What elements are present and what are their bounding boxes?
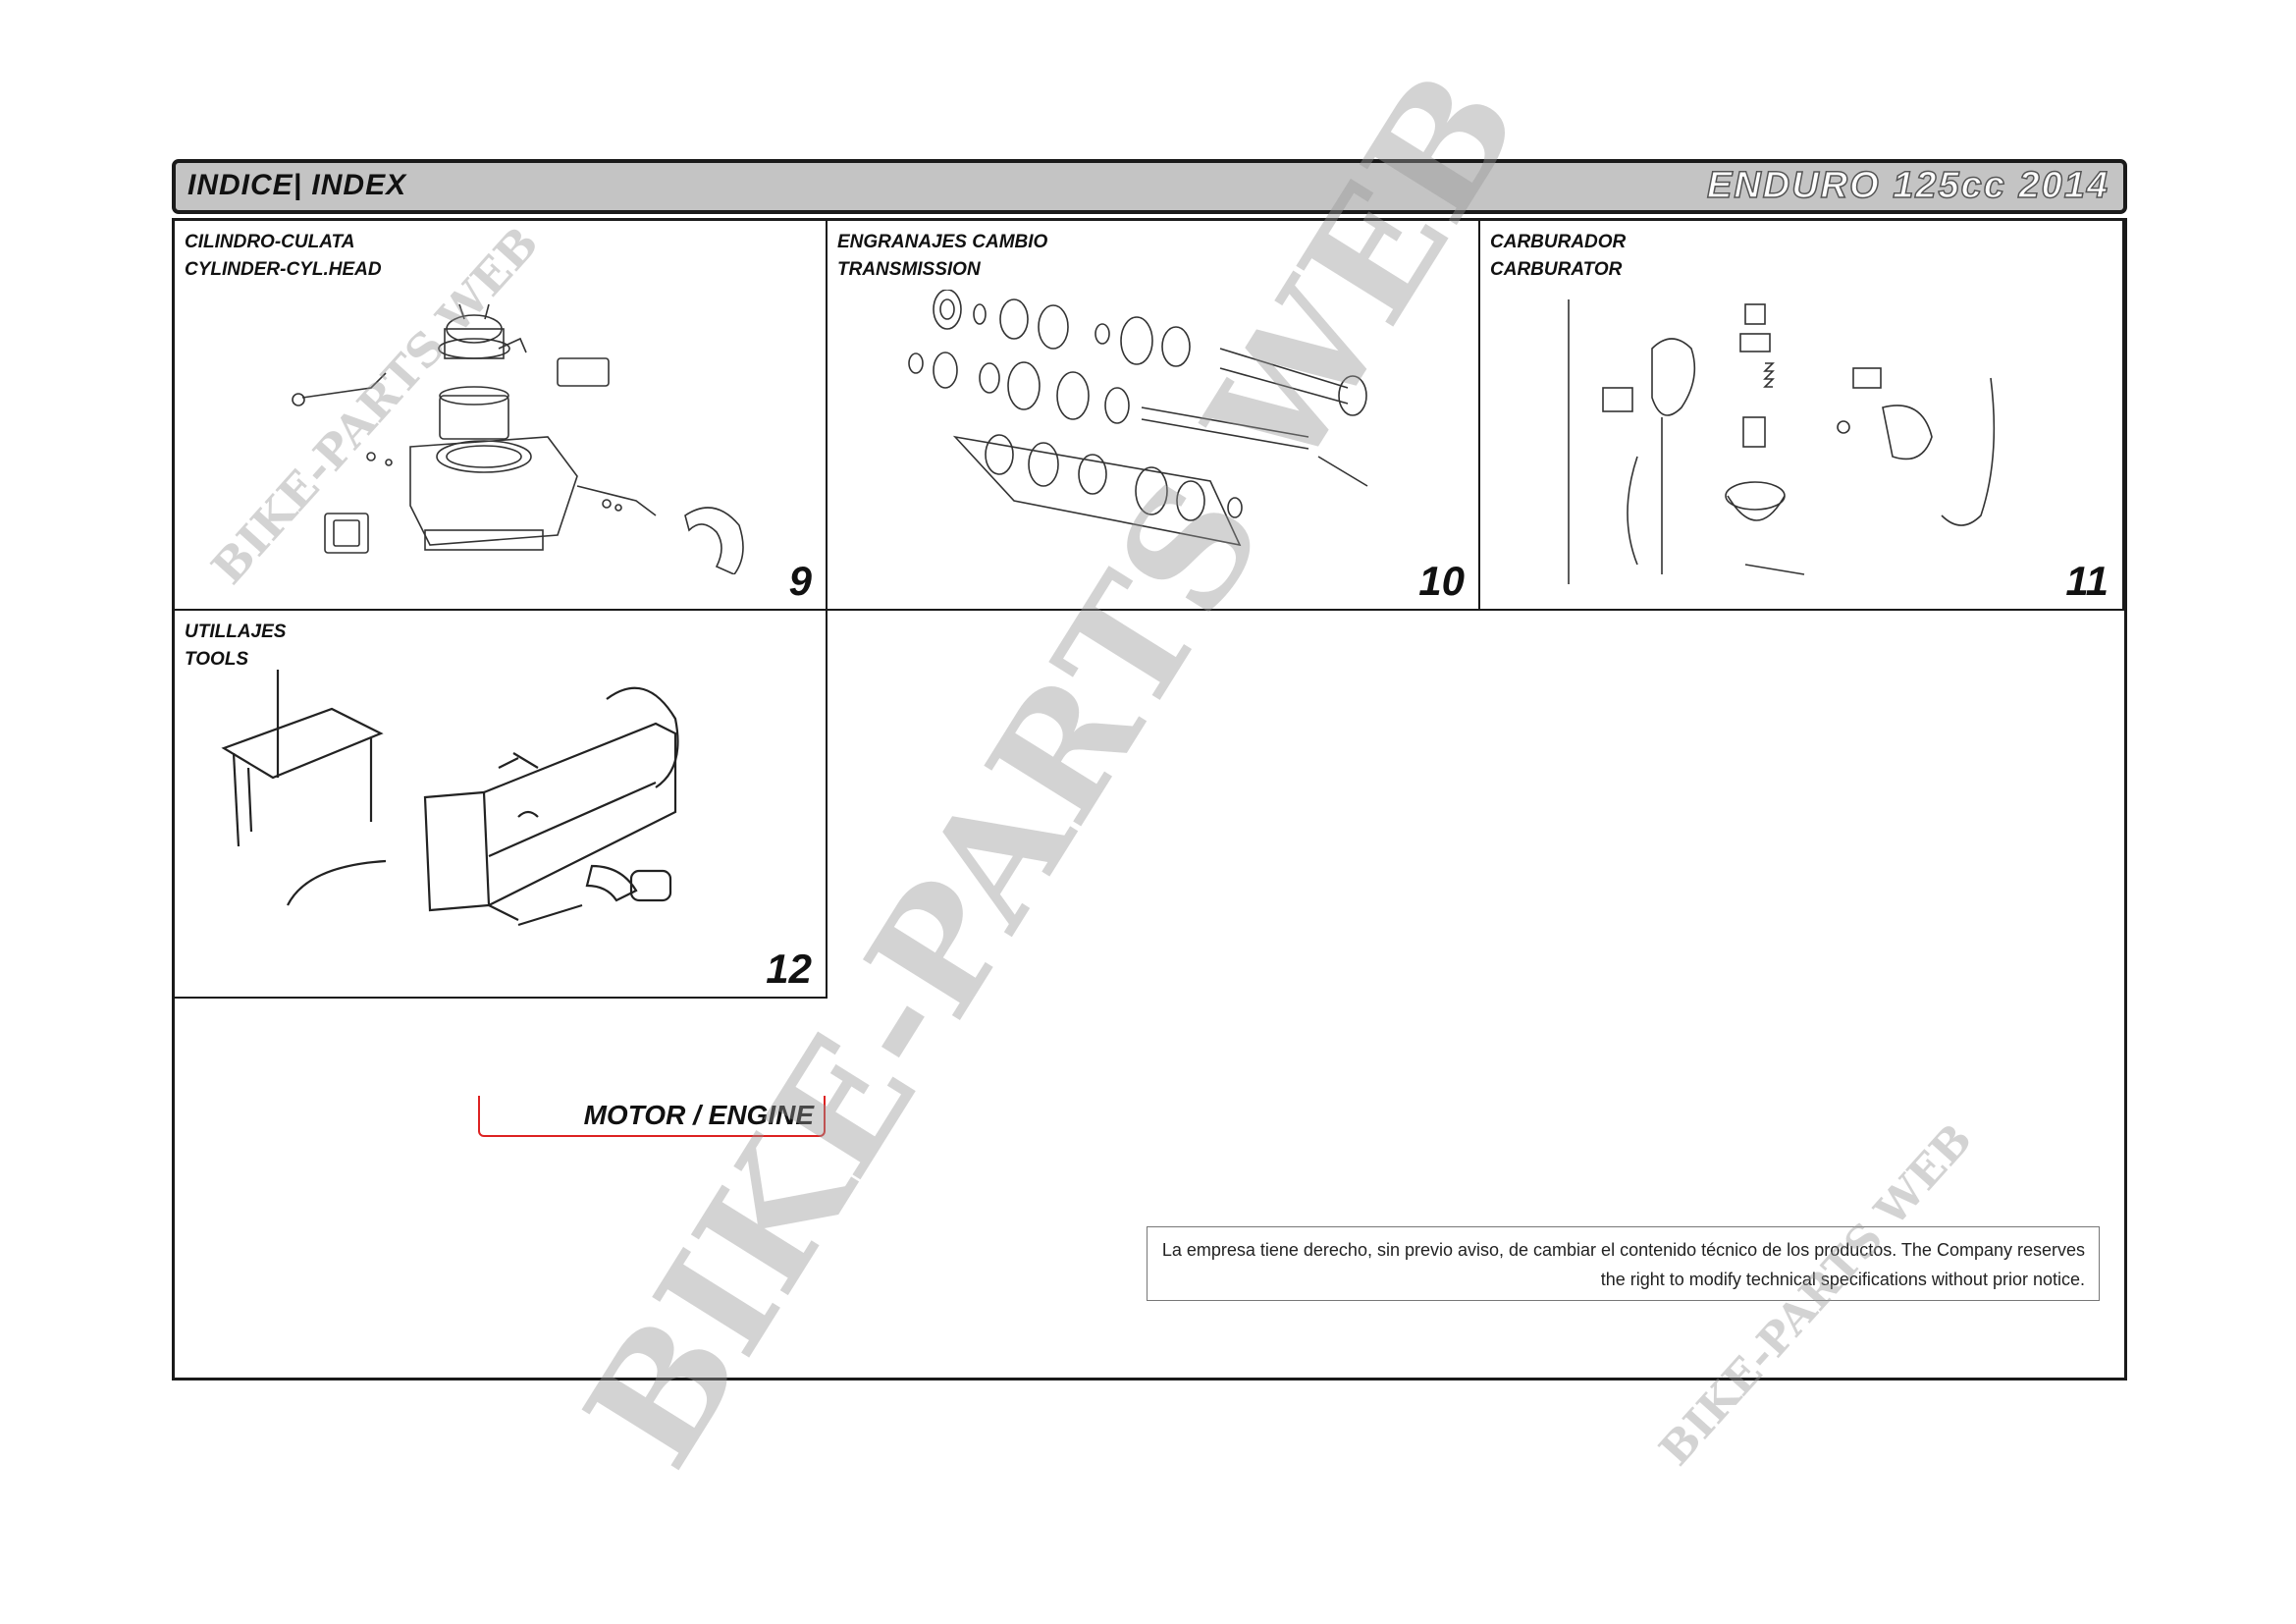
index-header: INDICE| INDEX ENDURO 125cc 2014 — [172, 159, 2127, 214]
section-page-number: 11 — [2065, 558, 2109, 604]
index-frame: CILINDRO-CULATA CYLINDER-CYL.HEAD — [172, 218, 2127, 1380]
section-tools[interactable]: UTILLAJES TOOLS — [175, 611, 828, 999]
cylinder-head-diagram — [292, 303, 744, 574]
section-label: CILINDRO-CULATA CYLINDER-CYL.HEAD — [185, 232, 382, 280]
carburetor-diagram — [1568, 299, 1996, 584]
section-page-number: 10 — [1418, 558, 1465, 604]
section-label: ENGRANAJES CAMBIO TRANSMISSION — [837, 232, 1048, 280]
section-carburetor[interactable]: CARBURADOR CARBURATOR — [1480, 221, 2124, 611]
section-page-number: 12 — [766, 946, 812, 992]
transmission-gears-diagram — [908, 290, 1368, 547]
legal-notice: La empresa tiene derecho, sin previo avi… — [1147, 1226, 2100, 1301]
tools-diagram — [221, 670, 679, 927]
index-title: INDICE| INDEX — [187, 169, 407, 201]
section-tag-motor-engine: MOTOR / ENGINE — [478, 1096, 826, 1137]
section-page-number: 9 — [788, 558, 812, 604]
section-label: CARBURADOR CARBURATOR — [1490, 232, 1627, 280]
model-title: ENDURO 125cc 2014 — [1706, 164, 2109, 207]
section-cylinder-head[interactable]: CILINDRO-CULATA CYLINDER-CYL.HEAD — [175, 221, 828, 611]
section-transmission[interactable]: ENGRANAJES CAMBIO TRANSMISSION — [828, 221, 1480, 611]
index-sheet: INDICE| INDEX ENDURO 125cc 2014 CILINDRO… — [172, 159, 2127, 1380]
section-tag-label: MOTOR / ENGINE — [583, 1100, 814, 1130]
section-label: UTILLAJES TOOLS — [185, 622, 287, 670]
